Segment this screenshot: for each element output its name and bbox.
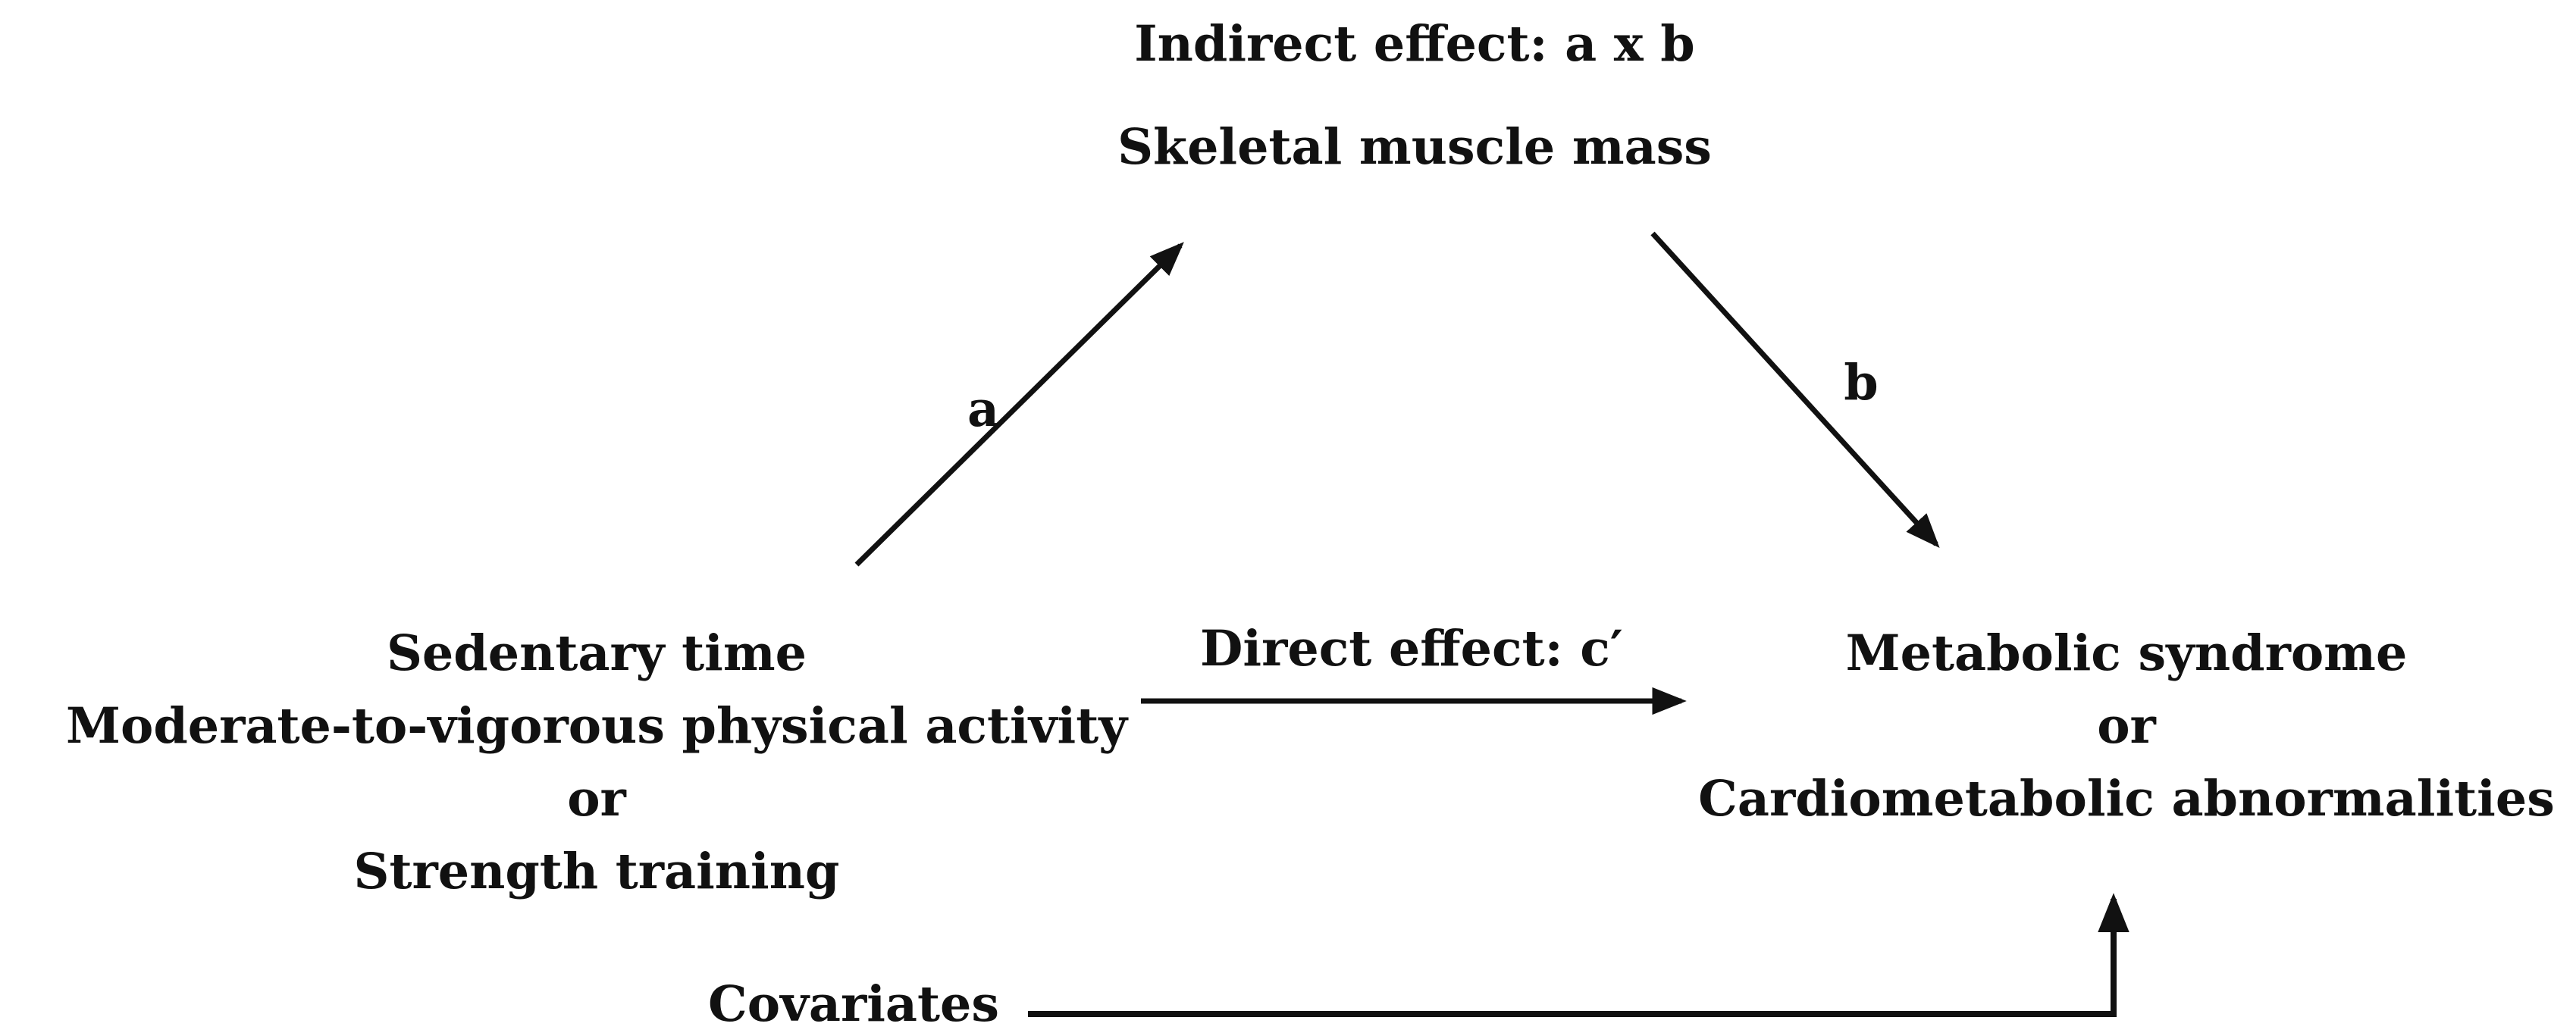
exposure-line-mvpa: Moderate-to-vigorous physical activity	[66, 697, 1127, 755]
covariates-arrow	[1028, 893, 2129, 1017]
outcome-block: Metabolic syndrome or Cardiometabolic ab…	[1698, 617, 2555, 835]
path-a-label: a	[967, 380, 1000, 438]
outcome-line-cardiometabolic-abnormalities: Cardiometabolic abnormalities	[1698, 770, 2555, 828]
path-b-label: b	[1844, 354, 1879, 412]
path-a-arrow	[854, 242, 1184, 567]
exposure-line-strength-training: Strength training	[353, 843, 840, 900]
exposure-line-sedentary-time: Sedentary time	[386, 624, 807, 682]
path-b-arrow	[1650, 231, 1940, 549]
outcome-line-or: or	[2097, 697, 2156, 755]
covariates-label: Covariates	[707, 975, 1000, 1033]
mediator-label: Skeletal muscle mass	[1117, 118, 1712, 176]
exposure-block: Sedentary time Moderate-to-vigorous phys…	[66, 617, 1127, 908]
outcome-line-metabolic-syndrome: Metabolic syndrome	[1845, 624, 2408, 682]
mediator-block: Indirect effect: a x b Skeletal muscle m…	[1117, 17, 1712, 174]
direct-effect-label: Direct effect: c′	[1200, 620, 1623, 678]
exposure-line-or: or	[567, 770, 626, 828]
indirect-effect-label: Indirect effect: a x b	[1134, 15, 1695, 73]
